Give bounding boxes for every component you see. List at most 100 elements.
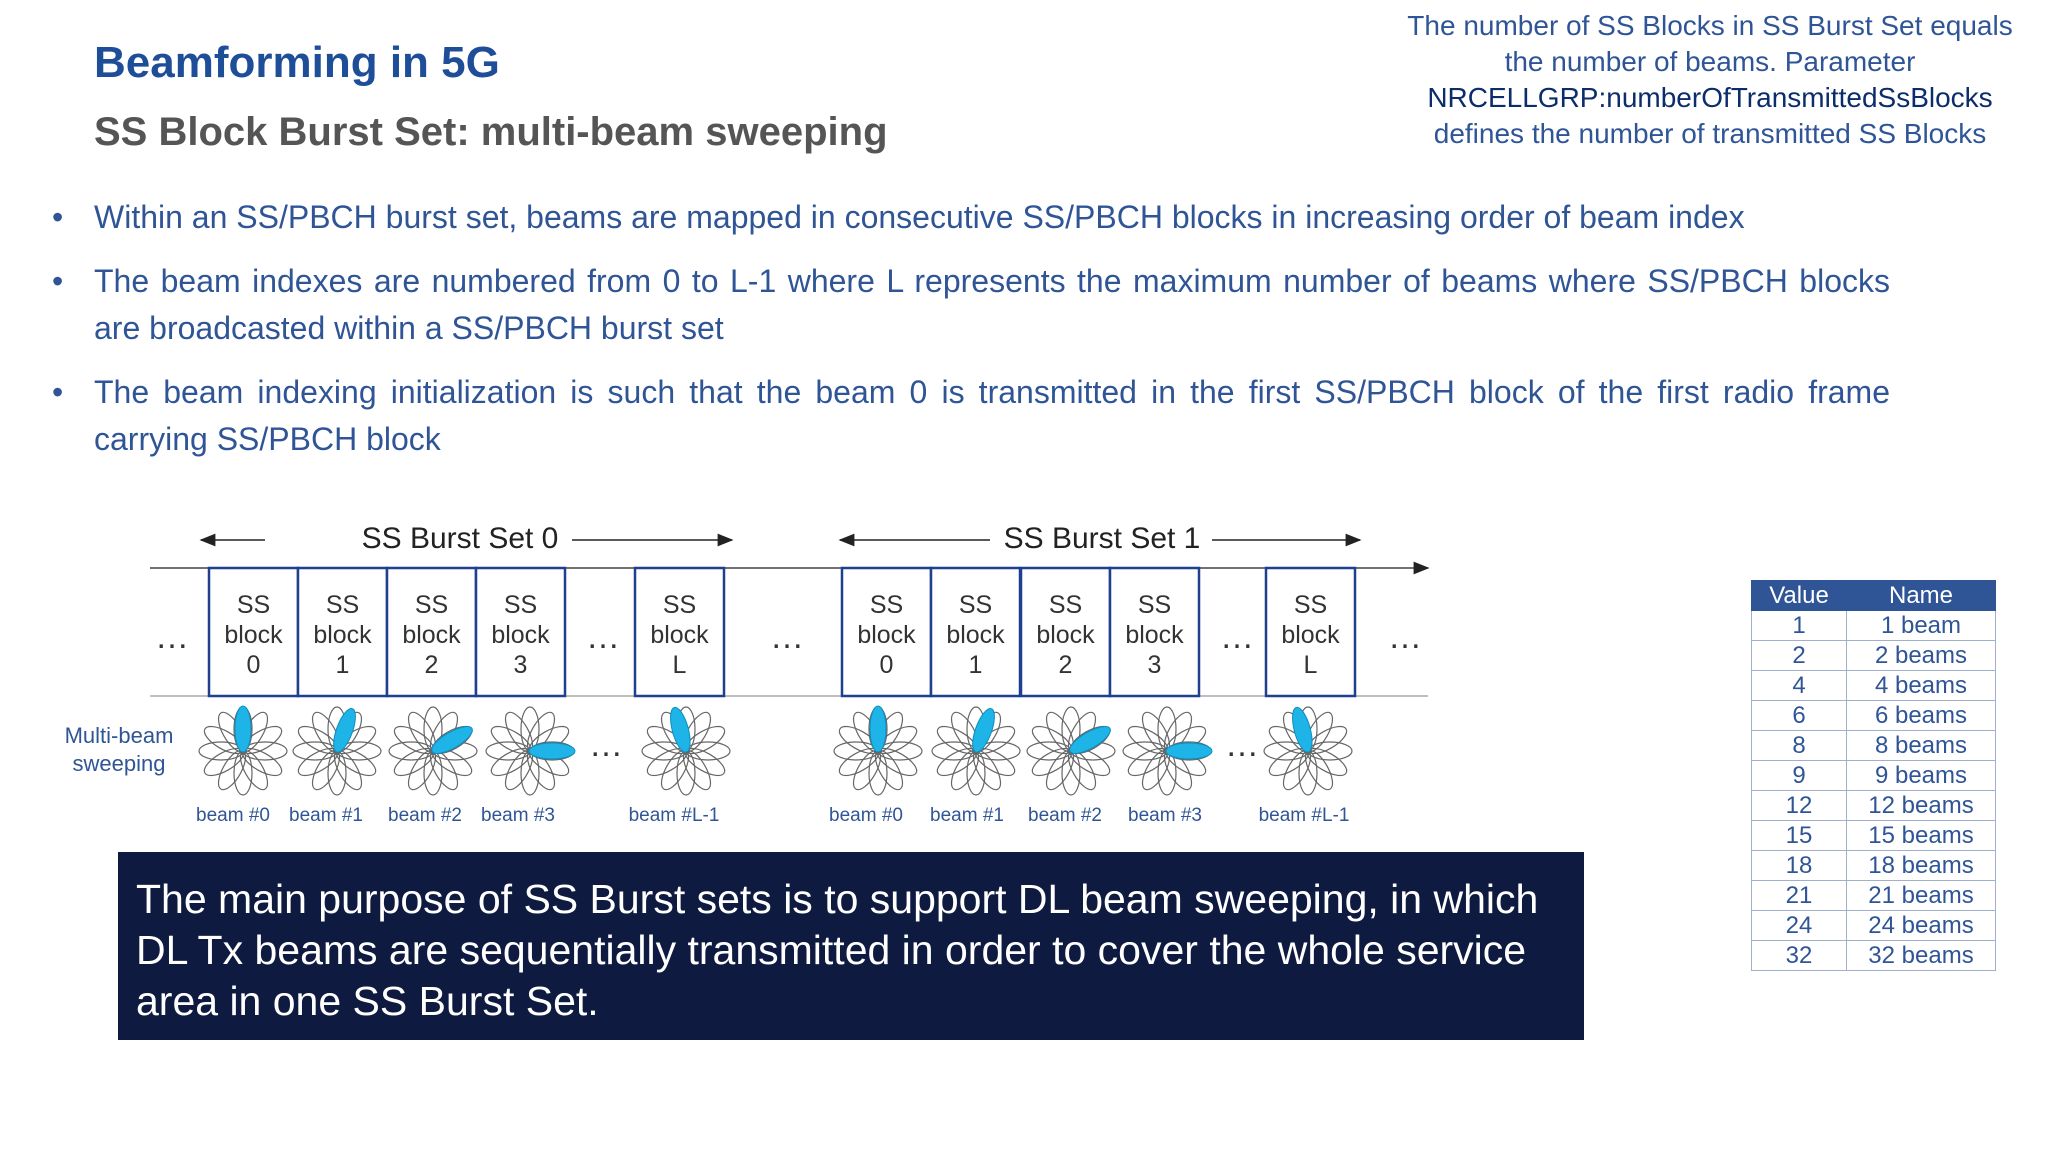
ss-block (633, 566, 726, 698)
ss-block-label: 2 (1059, 651, 1073, 679)
beam-pattern-icon (1122, 706, 1213, 796)
page-subtitle: SS Block Burst Set: multi-beam sweeping (94, 110, 888, 154)
ss-block-label: block (1281, 621, 1340, 649)
ss-block-label: 1 (336, 651, 350, 679)
ss-block (1108, 566, 1201, 698)
beam-pattern-icon (198, 705, 288, 796)
ss-block-label: 2 (425, 651, 439, 679)
beam-label: beam #2 (388, 805, 462, 826)
cell-value: 2 (1751, 640, 1847, 671)
cell-name: 4 beams (1846, 670, 1996, 701)
cell-name: 2 beams (1846, 640, 1996, 671)
cell-value: 1 (1751, 610, 1847, 641)
sweep-label: sweeping (73, 751, 166, 776)
ss-block (474, 566, 567, 698)
beam-pattern-icon (485, 706, 576, 796)
column-header-value: Value (1751, 580, 1847, 611)
page-title: Beamforming in 5G (94, 38, 500, 87)
ss-block-label: block (946, 621, 1005, 649)
summary-box: The main purpose of SS Burst sets is to … (118, 852, 1584, 1040)
parameter-note: The number of SS Blocks in SS Burst Set … (1390, 8, 2030, 152)
note-line-2: the number of beams. Parameter (1504, 46, 1916, 77)
ss-block (840, 566, 933, 698)
note-parameter-name: NRCELLGRP:numberOfTransmittedSsBlocks (1427, 82, 1993, 113)
ss-block-label: 3 (514, 651, 528, 679)
cell-name: 12 beams (1846, 790, 1996, 821)
ss-block-label: SS (237, 591, 270, 619)
cell-value: 18 (1751, 850, 1847, 881)
ss-block-label: block (224, 621, 283, 649)
ellipsis-mark: … (1225, 726, 1259, 764)
ss-block-label: block (857, 621, 916, 649)
ss-block (385, 566, 478, 698)
ellipsis-mark: … (586, 618, 620, 656)
beam-pattern-icon (931, 706, 1021, 796)
cell-value: 32 (1751, 940, 1847, 971)
ss-block-label: 0 (247, 651, 261, 679)
cell-value: 24 (1751, 910, 1847, 941)
ss-block-label: 3 (1148, 651, 1162, 679)
ss-block (1019, 566, 1112, 698)
cell-value: 4 (1751, 670, 1847, 701)
cell-name: 15 beams (1846, 820, 1996, 851)
cell-value: 15 (1751, 820, 1847, 851)
cell-name: 21 beams (1846, 880, 1996, 911)
cell-value: 9 (1751, 760, 1847, 791)
beam-pattern-icon (641, 706, 731, 796)
beam-label: beam #2 (1028, 805, 1102, 826)
beam-label: beam #3 (481, 805, 555, 826)
beam-pattern-icon (833, 705, 923, 796)
ss-block (296, 566, 389, 698)
cell-value: 6 (1751, 700, 1847, 731)
bullet-item: The beam indexing initialization is such… (50, 369, 1890, 463)
ss-block-label: block (650, 621, 709, 649)
cell-name: 1 beam (1846, 610, 1996, 641)
ss-block-label: SS (504, 591, 537, 619)
ss-block-label: block (313, 621, 372, 649)
ellipsis-mark: … (155, 618, 189, 656)
beam-label: beam #L-1 (629, 805, 720, 826)
cell-value: 21 (1751, 880, 1847, 911)
beam-label: beam #1 (930, 805, 1004, 826)
ss-block-label: block (1036, 621, 1095, 649)
ss-block-label: 1 (969, 651, 983, 679)
sweep-label: Multi-beam (65, 723, 174, 748)
table-header-row: Value Name (1751, 580, 1996, 611)
ss-block-label: SS (326, 591, 359, 619)
cell-name: 18 beams (1846, 850, 1996, 881)
cell-value: 8 (1751, 730, 1847, 761)
burst-set-label: SS Burst Set 1 (1004, 522, 1201, 555)
ss-block-label: L (1304, 651, 1318, 679)
cell-value: 12 (1751, 790, 1847, 821)
ss-block-label: SS (663, 591, 696, 619)
ss-block-label: SS (1049, 591, 1082, 619)
ss-block-label: SS (1294, 591, 1327, 619)
cell-name: 6 beams (1846, 700, 1996, 731)
ss-block-label: 0 (880, 651, 894, 679)
beam-pattern-icon (1026, 706, 1116, 796)
cell-name: 24 beams (1846, 910, 1996, 941)
ss-block-label: block (1125, 621, 1184, 649)
ellipsis-mark: … (1388, 618, 1422, 656)
beam-label: beam #0 (829, 805, 903, 826)
column-header-name: Name (1846, 580, 1996, 611)
ss-block (207, 566, 300, 698)
ss-block-label: SS (1138, 591, 1171, 619)
cell-name: 32 beams (1846, 940, 1996, 971)
ss-block-label: SS (959, 591, 992, 619)
ss-block-label: L (673, 651, 687, 679)
ss-block-label: block (402, 621, 461, 649)
cell-name: 8 beams (1846, 730, 1996, 761)
